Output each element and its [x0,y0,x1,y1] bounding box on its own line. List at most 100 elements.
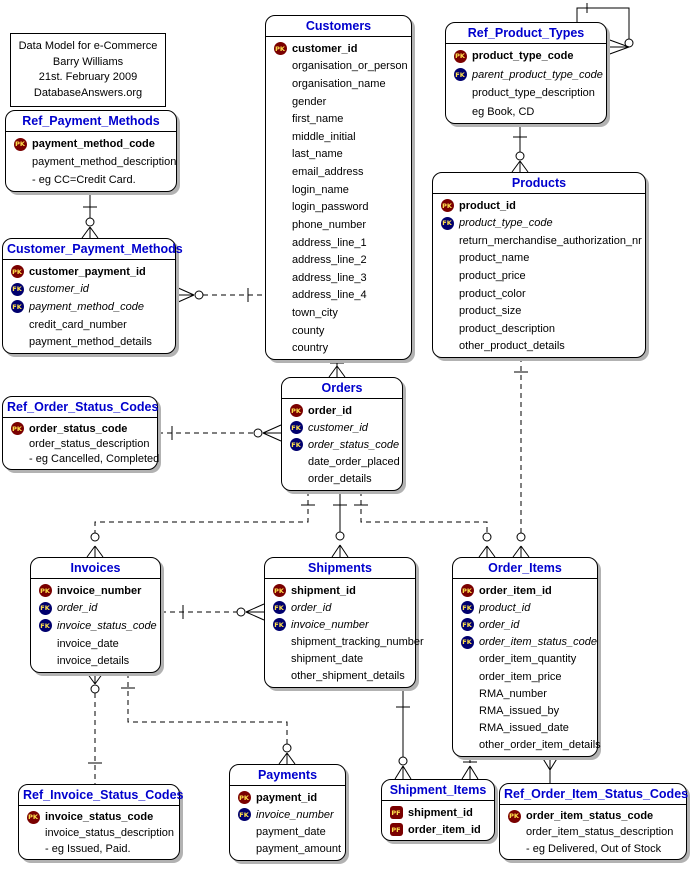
attribute-row: PF order_item_id [384,821,491,838]
key-gutter: PK [502,809,526,823]
pk-icon: PK [460,584,474,598]
attribute-label: payment_id [256,791,318,804]
relationship-products-order-items [513,357,529,557]
attribute-label: shipment_id [291,584,356,597]
relationship-order-items-shipment-items [462,757,478,779]
attribute-row: first_name [268,110,408,128]
pk-icon: PK [26,810,40,824]
attribute-label: customer_id [308,421,368,434]
attribute-label: - eg CC=Credit Card. [32,174,136,186]
entity-title: Customers [266,16,411,37]
attribute-label: last_name [292,148,343,161]
attribute-label: email_address [292,166,364,179]
attribute-row: town_city [268,304,408,322]
pk-icon: PK [272,584,286,598]
attribute-row: last_name [268,146,408,164]
attribute-label: invoice_status_code [45,811,154,823]
key-gutter: PK [5,422,29,436]
attribute-row: gender [268,93,408,111]
relationship-orders-order-items [354,491,495,557]
pf-icon: PF [389,806,403,819]
attribute-label: order_item_status_description [526,826,674,839]
attribute-row: organisation_name [268,75,408,93]
attribute-row: payment_method_description [8,153,177,171]
relationship-shipments-shipment-items [395,688,411,779]
fk-icon: FK [10,282,24,296]
attribute-row: email_address [268,163,408,181]
pk-icon: PK [273,42,287,56]
pk-icon: PK [237,791,251,805]
attribute-row: payment_date [232,824,342,841]
attribute-row: product_size [435,302,642,320]
attribute-label: invoice_status_code [57,619,157,632]
attribute-label: payment_method_description [32,156,177,168]
attribute-label: order_status_description [29,437,150,450]
attribute-label: other_product_details [459,340,565,353]
note-line-site: DatabaseAnswers.org [33,86,143,99]
fk-icon: FK [460,618,474,632]
key-gutter: FK [267,601,291,615]
attribute-row: PK payment_id [232,789,342,806]
attribute-label: town_city [292,306,338,319]
attribute-label: order_item_id [479,584,552,597]
attribute-row: address_line_4 [268,287,408,305]
attribute-row: organisation_or_person [268,58,408,76]
pf-icon: PF [389,823,403,836]
attribute-row: product_price [435,267,642,285]
attribute-row: address_line_3 [268,269,408,287]
attribute-label: order_status_code [308,438,400,451]
attribute-label: order_id [291,601,332,614]
attribute-row: product_description [435,320,642,338]
attribute-label: other_shipment_details [291,670,405,683]
attribute-row: invoice_details [33,652,157,670]
attribute-row: payment_method_details [5,333,172,351]
key-gutter: PF [384,806,408,819]
attribute-label: order_item_id [408,823,481,836]
attribute-row: FK order_id [455,616,594,633]
key-gutter: PK [455,584,479,598]
attribute-row: address_line_2 [268,251,408,269]
key-gutter: FK [5,300,29,314]
attribute-row: credit_card_number [5,316,172,334]
attribute-label: payment_method_code [32,138,155,150]
key-gutter: PK [5,265,29,279]
attribute-row: order_status_description [5,436,154,451]
attribute-label: order_id [479,618,520,631]
entity-title: Order_Items [453,558,597,579]
entity-title: Invoices [31,558,160,579]
note-line-title: Data Model for e-Commerce [18,40,158,52]
pk-icon: PK [289,404,303,418]
fk-icon: FK [453,68,467,82]
attribute-label: shipment_date [291,653,364,666]
attribute-row: phone_number [268,216,408,234]
diagram-note: Data Model for e-Commerce Barry Williams… [10,33,166,107]
key-gutter: PK [33,584,57,598]
attribute-row: middle_initial [268,128,408,146]
attribute-row: other_product_details [435,337,642,355]
attribute-label: product_id [479,601,531,614]
attribute-row: other_shipment_details [267,668,412,685]
